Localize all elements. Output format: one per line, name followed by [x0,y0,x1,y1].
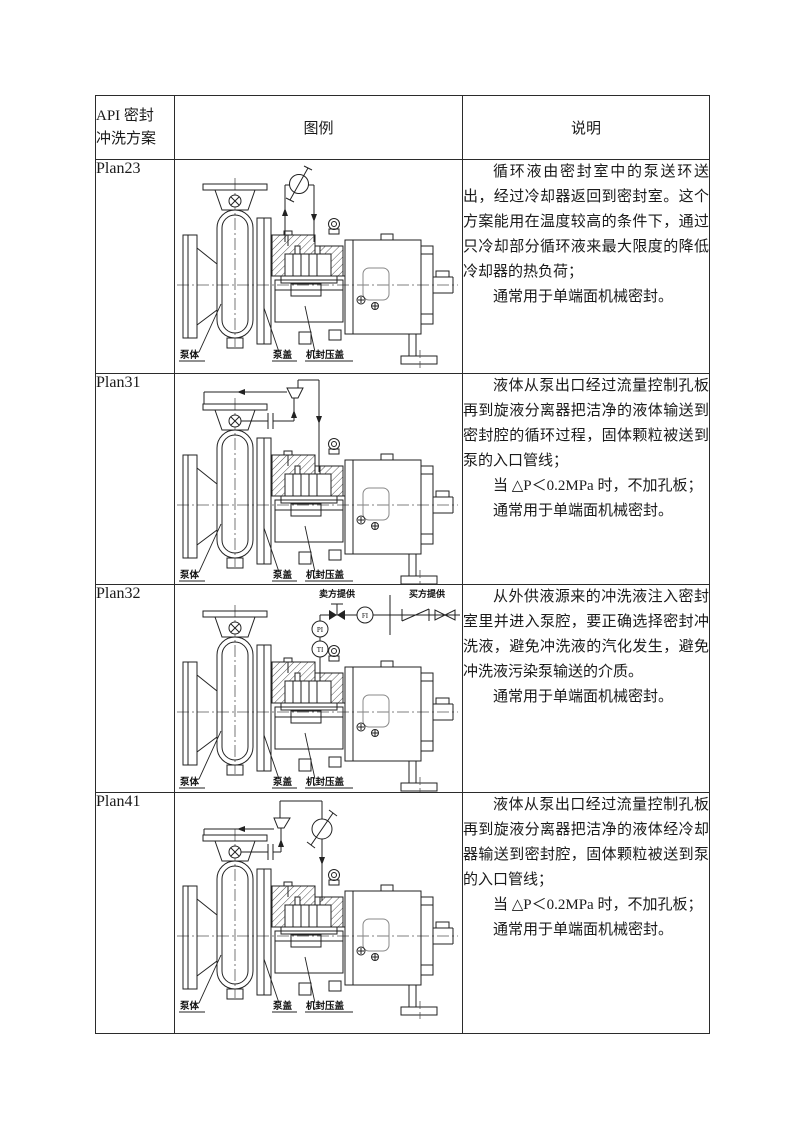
plan-label: Plan32 [96,585,141,602]
description-text: 液体从泵出口经过流量控制孔板再到旋液分离器把洁净的液体经冷却器输送到密封腔，固体… [463,793,709,1023]
header-plan-line1: API 密封 [96,107,154,124]
pump-cross-section: 泵体 泵盖 机封压盖 [177,605,458,792]
description-paragraph: 液体从泵出口经过流量控制孔板再到旋液分离器把洁净的液体输送到密封腔的循环过程，固… [463,378,709,469]
temperature-indicator-label: TI [317,646,324,654]
plan-cell: Plan32 [95,584,175,793]
diagram-cell: 泵体 泵盖 机封压盖 FI 卖方提供 买方提供 PI TI [174,584,463,793]
pump-cross-section: 泵体 泵盖 机封压盖 [177,178,458,368]
flush-piping-plan31 [203,379,322,472]
plan-cell: Plan31 [95,373,175,585]
vendor-scope-label: 卖方提供 [319,588,355,599]
part-label-pump-cover: 泵盖 [272,349,293,361]
pump-diagram: 泵体 泵盖 机封压盖 FI 卖方提供 买方提供 PI TI [176,586,462,792]
part-label-seal-gland: 机封压盖 [306,776,345,788]
part-label-pump-body: 泵体 [179,776,200,788]
plan-row: Plan31 泵体 泵盖 机封压盖 液体从泵出口经过流量控制孔板再到旋液分离器把洁净的液… [95,373,710,585]
diagram-cell: 泵体 泵盖 机封压盖 [174,159,463,374]
plan-row: Plan23 泵体 泵盖 机封压盖 循环液由密封室中的泵送环送出，经过冷却器返回到密封室… [95,159,710,374]
header-plan-line2: 冲洗方案 [96,130,157,147]
part-label-pump-body: 泵体 [179,569,200,581]
part-label-pump-body: 泵体 [179,1000,200,1012]
description-paragraph: 通常用于单端面机械密封。 [493,503,674,519]
pump-diagram: 泵体 泵盖 机封压盖 [176,794,462,1033]
description-text: 液体从泵出口经过流量控制孔板再到旋液分离器把洁净的液体输送到密封腔的循环过程，固… [463,374,709,574]
description-paragraph: 通常用于单端面机械密封。 [493,289,674,305]
description-paragraph: 当 △P＜0.2MPa 时，不加孔板； [493,478,703,494]
description-cell: 循环液由密封室中的泵送环送出，经过冷却器返回到密封室。这个方案能用在温度较高的条… [462,159,710,374]
plan-cell: Plan23 [95,159,175,374]
table-header-row: API 密封 冲洗方案 图例 说明 [95,95,710,160]
diagram-cell: 泵体 泵盖 机封压盖 [174,373,463,585]
buyer-scope-label: 买方提供 [409,588,445,599]
description-paragraph: 从外供液源来的冲洗液注入密封室里并进入泵腔，要正确选择密封冲洗液，避免冲洗液的汽… [463,589,709,680]
description-text: 循环液由密封室中的泵送环送出，经过冷却器返回到密封室。这个方案能用在温度较高的条… [463,160,709,363]
part-label-pump-cover: 泵盖 [272,569,293,581]
plan-label: Plan23 [96,160,141,177]
pressure-indicator-label: PI [317,626,324,634]
plan-cell: Plan41 [95,792,175,1034]
description-paragraph: 循环液由密封室中的泵送环送出，经过冷却器返回到密封室。这个方案能用在温度较高的条… [463,164,709,280]
description-paragraph: 当 △P＜0.2MPa 时，不加孔板； [493,897,703,913]
description-text: 从外供液源来的冲洗液注入密封室里并进入泵腔，要正确选择密封冲洗液，避免冲洗液的汽… [463,585,709,782]
pump-diagram: 泵体 泵盖 机封压盖 [176,375,462,584]
plan-label: Plan31 [96,374,141,391]
part-label-seal-gland: 机封压盖 [306,349,345,361]
description-cell: 液体从泵出口经过流量控制孔板再到旋液分离器把洁净的液体输送到密封腔的循环过程，固… [462,373,710,585]
diagram-cell: 泵体 泵盖 机封压盖 [174,792,463,1034]
header-cell-plan: API 密封 冲洗方案 [95,95,175,160]
flow-indicator-label: FI [362,612,369,620]
pump-cross-section: 泵体 泵盖 机封压盖 [177,829,458,1019]
flush-piping-plan23 [282,165,317,242]
pump-diagram-svg: 泵体 泵盖 机封压盖 FI 卖方提供 买方提供 PI TI [177,588,460,792]
description-cell: 液体从泵出口经过流量控制孔板再到旋液分离器把洁净的液体经冷却器输送到密封腔，固体… [462,792,710,1034]
header-cell-description: 说明 [462,95,710,160]
pump-diagram-svg: 泵体 泵盖 机封压盖 [177,379,458,584]
part-label-pump-cover: 泵盖 [272,1000,293,1012]
part-label-pump-cover: 泵盖 [272,776,293,788]
part-label-seal-gland: 机封压盖 [306,1000,345,1012]
plan-row: Plan32 泵体 泵盖 机封压盖 FI 卖方提供 买方提供 PI TI 从外供液源来的冲洗液注入… [95,584,710,793]
pump-diagram-svg: 泵体 泵盖 机封压盖 [177,800,458,1019]
plan-row: Plan41 泵体 泵盖 机封压盖 液体从泵出口经过流量控制孔板再到旋液分离器把洁净的液… [95,792,710,1034]
description-paragraph: 通常用于单端面机械密封。 [493,922,674,938]
pump-diagram-svg: 泵体 泵盖 机封压盖 [177,165,458,368]
description-paragraph: 液体从泵出口经过流量控制孔板再到旋液分离器把洁净的液体经冷却器输送到密封腔，固体… [463,797,709,888]
description-cell: 从外供液源来的冲洗液注入密封室里并进入泵腔，要正确选择密封冲洗液，避免冲洗液的汽… [462,584,710,793]
flush-piping-plan32: FI 卖方提供 买方提供 PI TI [311,588,460,680]
part-label-seal-gland: 机封压盖 [306,569,345,581]
part-label-pump-body: 泵体 [179,349,200,361]
description-paragraph: 通常用于单端面机械密封。 [493,689,674,705]
pump-cross-section: 泵体 泵盖 机封压盖 [177,398,458,584]
plan-label: Plan41 [96,793,141,810]
pump-diagram: 泵体 泵盖 机封压盖 [176,161,462,373]
header-cell-legend: 图例 [174,95,463,160]
flush-piping-plan41 [203,800,338,901]
